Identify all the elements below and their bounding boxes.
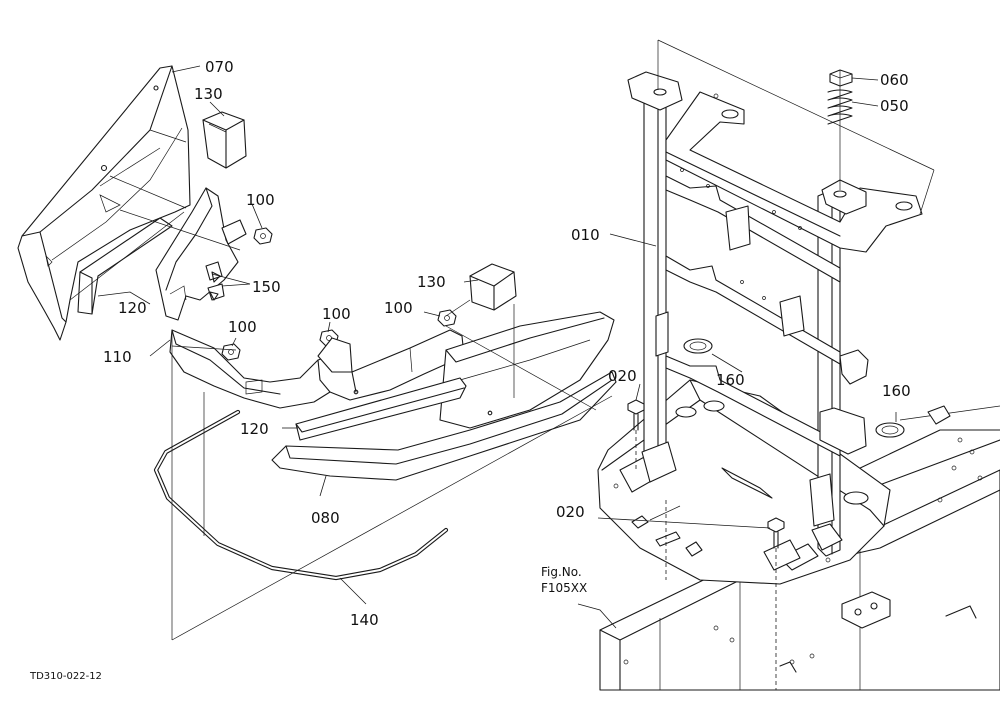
part-110-frame-bar (169, 329, 465, 409)
callout-130-right: 130 (417, 273, 446, 291)
part-070-side-cover (17, 65, 191, 341)
part-130-rubber-block-right (469, 263, 517, 311)
part-100-nut-d (437, 309, 457, 327)
callout-100-d: 100 (384, 299, 413, 317)
callout-130-upper: 130 (194, 85, 223, 103)
callout-070: 070 (205, 58, 234, 76)
callout-080: 080 (311, 509, 340, 527)
figure-ref-line1: Fig.No. (541, 565, 582, 579)
callout-010: 010 (571, 226, 600, 244)
callout-150: 150 (252, 278, 281, 296)
callout-140: 140 (350, 611, 379, 629)
part-chassis-frame (599, 405, 1000, 691)
part-130-rubber-block-upper (202, 111, 247, 169)
callout-050: 050 (880, 97, 909, 115)
part-160-grommet-b (875, 422, 905, 438)
callout-160-a: 160 (716, 371, 745, 389)
callout-020-b: 020 (556, 503, 585, 521)
part-050-spring (827, 89, 853, 190)
figure-ref-line2: F105XX (541, 581, 587, 595)
part-120-pad-lower (295, 377, 467, 441)
callout-160-b: 160 (882, 382, 911, 400)
callout-110: 110 (103, 348, 132, 366)
part-060-nut (829, 69, 853, 87)
callout-120-lower: 120 (240, 420, 269, 438)
part-150-clips (209, 271, 221, 301)
part-140-bent-rod (153, 409, 449, 581)
callout-060: 060 (880, 71, 909, 89)
callout-020-a: 020 (608, 367, 637, 385)
part-bumper-body (353, 311, 615, 429)
part-080-bumper-rail (271, 371, 617, 481)
drawing-code: TD310-022-12 (29, 671, 102, 682)
callout-labels: 070 130 100 150 120 100 110 100 100 130 … (29, 58, 911, 682)
callout-120-left: 120 (118, 299, 147, 317)
part-120-pad-left (77, 217, 173, 315)
left-leader-lines (69, 65, 613, 641)
callout-100-b: 100 (228, 318, 257, 336)
part-010-upright-frame (627, 71, 923, 571)
callout-100-c: 100 (322, 305, 351, 323)
callout-100-a: 100 (246, 191, 275, 209)
right-leader-lines (577, 39, 935, 690)
part-100-nut-b (221, 343, 241, 361)
part-100-nut-a (253, 227, 273, 245)
part-160-grommet-a (683, 338, 713, 354)
